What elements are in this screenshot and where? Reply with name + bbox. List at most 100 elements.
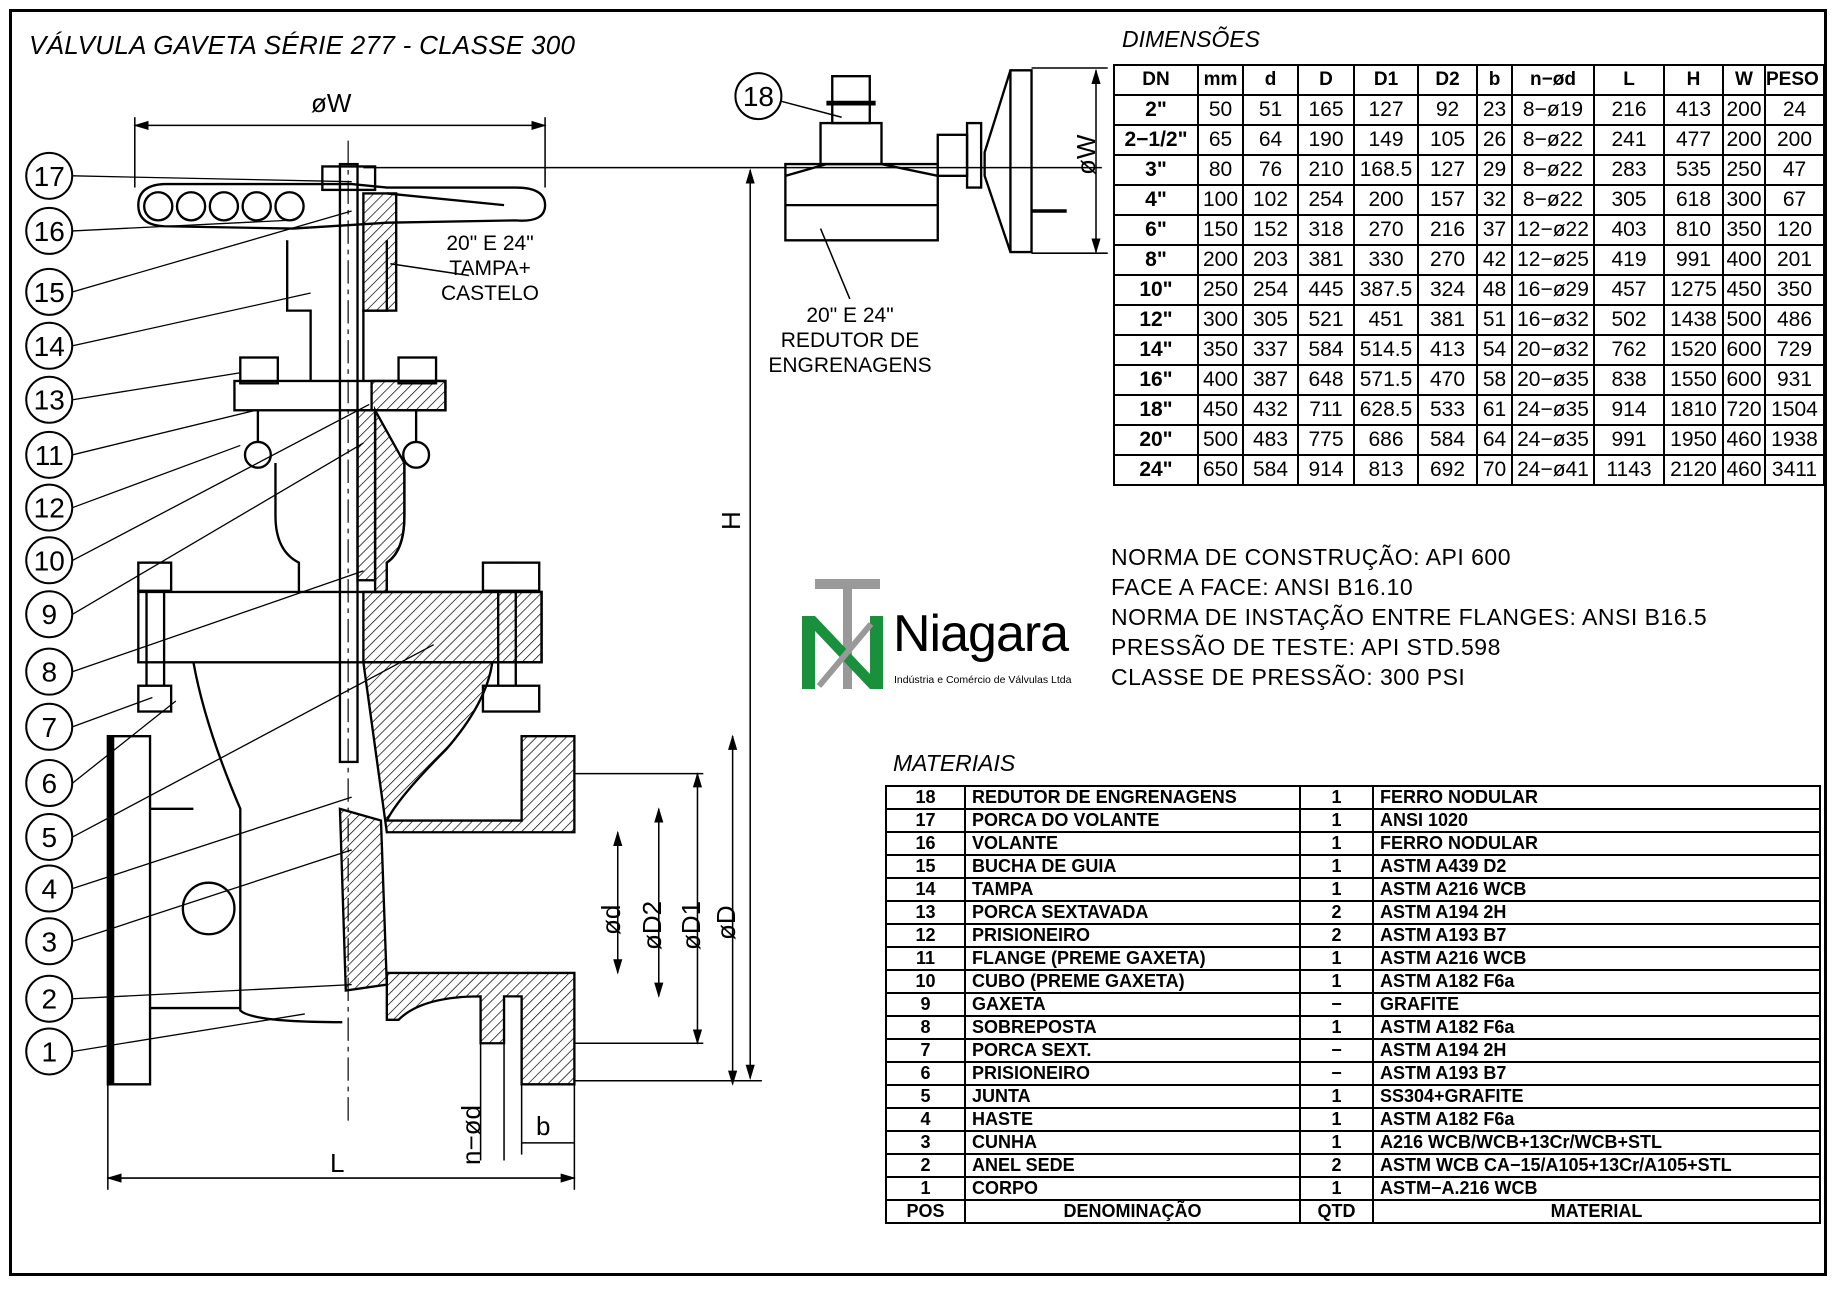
callout-number: 13	[34, 385, 65, 416]
callout-leader	[72, 983, 352, 1000]
dimensions-cell: 533	[1417, 394, 1478, 426]
callout-circle	[25, 536, 74, 585]
dimensions-cell: 16"	[1113, 364, 1199, 396]
callout-circle	[25, 759, 74, 808]
drawing-frame	[9, 9, 1827, 1276]
dimensions-cell: 42	[1476, 244, 1513, 276]
callout-number: 15	[34, 277, 65, 308]
callout-circle	[25, 812, 74, 861]
dimensions-cell: 457	[1593, 274, 1665, 306]
materials-cell: 1	[1299, 831, 1374, 856]
materials-cell: 1	[1299, 1176, 1374, 1201]
dimensions-cell: 1520	[1663, 334, 1724, 366]
callout-leader	[72, 292, 311, 347]
dimensions-header-cell: L	[1593, 64, 1665, 96]
dimensions-cell: 692	[1417, 454, 1478, 486]
dim-label-reducer-w: øW	[1071, 134, 1101, 175]
materials-cell: 1	[1299, 1107, 1374, 1132]
dimensions-header-cell: W	[1722, 64, 1766, 96]
dimensions-cell: 571.5	[1353, 364, 1419, 396]
dimensions-header-cell: DN	[1113, 64, 1199, 96]
dimensions-cell: 54	[1476, 334, 1513, 366]
callout-circle	[25, 321, 74, 370]
dimensions-cell: 20"	[1113, 424, 1199, 456]
dimensions-cell: 254	[1242, 274, 1299, 306]
dimensions-cell: 48	[1476, 274, 1513, 306]
materials-cell: ASTM A193 B7	[1372, 923, 1821, 948]
dimensions-cell: 14"	[1113, 334, 1199, 366]
dim-label-b: b	[536, 1111, 550, 1141]
dimensions-cell: 350	[1722, 214, 1766, 246]
dimensions-cell: 23	[1476, 94, 1513, 126]
dimensions-cell: 8"	[1113, 244, 1199, 276]
callout-circle	[734, 72, 783, 121]
materials-cell: 2	[1299, 1153, 1374, 1178]
materials-cell: 6	[885, 1061, 966, 1086]
dimensions-cell: 305	[1242, 304, 1299, 336]
dimensions-cell: 419	[1593, 244, 1665, 276]
materials-cell: ASTM A182 F6a	[1372, 1015, 1821, 1040]
callout-leader	[72, 696, 153, 728]
dimensions-cell: 149	[1353, 124, 1419, 156]
dimensions-cell: 37	[1476, 214, 1513, 246]
dimensions-cell: 1438	[1663, 304, 1724, 336]
materials-header-cell: DENOMINAÇÃO	[964, 1199, 1301, 1224]
callout-leader	[72, 175, 352, 183]
callout-circle	[25, 151, 74, 200]
dimensions-header-cell: mm	[1197, 64, 1244, 96]
dimensions-cell: 16−ø32	[1511, 304, 1595, 336]
dimensions-cell: 381	[1417, 304, 1478, 336]
callout-leader	[72, 409, 256, 456]
materials-cell: PORCA SEXT.	[964, 1038, 1301, 1063]
dimensions-cell: 157	[1417, 184, 1478, 216]
dimensions-cell: 18"	[1113, 394, 1199, 426]
callout-leader	[72, 700, 177, 784]
dim-label-d2: øD2	[637, 901, 667, 950]
dimensions-cell: 24	[1764, 94, 1825, 126]
materials-cell: ASTM−A.216 WCB	[1372, 1176, 1821, 1201]
dimensions-cell: 300	[1722, 184, 1766, 216]
dimensions-cell: 810	[1663, 214, 1724, 246]
materials-cell: SOBREPOSTA	[964, 1015, 1301, 1040]
dimensions-header-cell: D	[1297, 64, 1355, 96]
reducer-note-line: ENGRENAGENS	[768, 354, 931, 377]
materials-cell: 1	[1299, 808, 1374, 833]
note-face-to-face: FACE A FACE: ANSI B16.10	[1111, 574, 1414, 600]
dimensions-cell: 20−ø32	[1511, 334, 1595, 366]
dimensions-cell: 200	[1722, 124, 1766, 156]
reducer-note-line: REDUTOR DE	[781, 329, 919, 352]
standards-notes: NORMA DE CONSTRUÇÃO: API 600 FACE A FACE…	[1111, 542, 1707, 692]
dimensions-header-cell: D2	[1417, 64, 1478, 96]
dimensions-cell: 1504	[1764, 394, 1825, 426]
materials-cell: VOLANTE	[964, 831, 1301, 856]
dimensions-cell: 931	[1764, 364, 1825, 396]
materials-cell: −	[1299, 1061, 1374, 1086]
callout-circle	[25, 267, 74, 316]
dimensions-cell: 991	[1663, 244, 1724, 276]
callout-circle	[25, 590, 74, 639]
dimensions-cell: 450	[1197, 394, 1244, 426]
dimensions-cell: 648	[1297, 364, 1355, 396]
dim-label-w: øW	[311, 88, 352, 118]
dimensions-cell: 150	[1197, 214, 1244, 246]
materials-cell: FERRO NODULAR	[1372, 785, 1821, 810]
note-construction: NORMA DE CONSTRUÇÃO: API 600	[1111, 544, 1511, 570]
dimensions-cell: 51	[1242, 94, 1299, 126]
materials-cell: 1	[1299, 1130, 1374, 1155]
dimensions-cell: 80	[1197, 154, 1244, 186]
materials-cell: GAXETA	[964, 992, 1301, 1017]
callout-number: 8	[41, 657, 57, 688]
materials-cell: 7	[885, 1038, 966, 1063]
dimensions-cell: 8−ø19	[1511, 94, 1595, 126]
materials-cell: 15	[885, 854, 966, 879]
